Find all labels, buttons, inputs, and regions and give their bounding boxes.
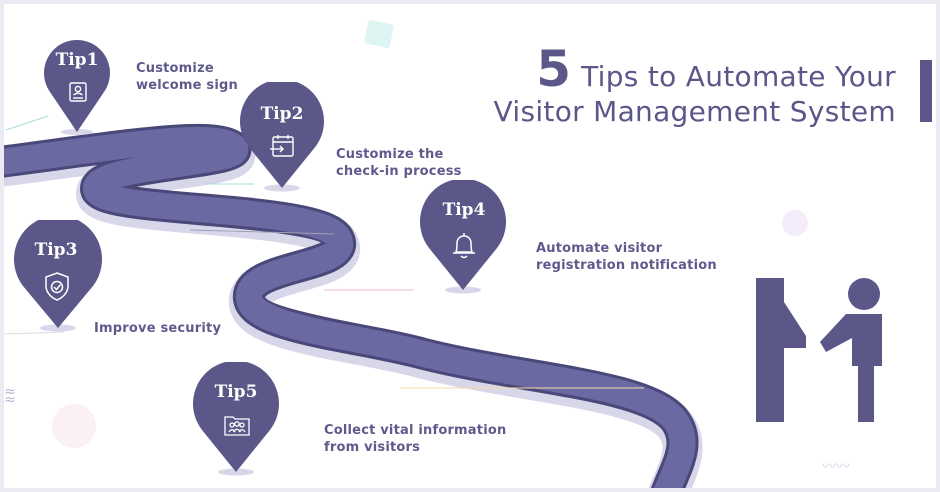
connector-line <box>5 115 49 131</box>
tip-description-2: Customize the check-in process <box>336 147 462 179</box>
tip-label: Tip5 <box>214 382 258 402</box>
tip-label: Tip2 <box>260 104 304 124</box>
tip-description-3: Improve security <box>94 321 222 336</box>
calendar-checkin-icon <box>270 135 294 157</box>
tip-pin-4: Tip4 <box>416 178 512 296</box>
tip-description-1: Customize welcome sign <box>136 61 238 93</box>
winding-road <box>4 115 703 488</box>
page-title: 5 Tips to Automate Your Visitor Manageme… <box>494 44 896 126</box>
decor-bubble <box>782 210 808 236</box>
tip-label: Tip3 <box>34 240 78 260</box>
infographic-canvas: ≈≈ 〰〰 5 Tips to Automate Your Visitor Ma… <box>4 4 936 488</box>
bell-icon <box>453 233 475 259</box>
title-line1: Tips to Automate Your <box>581 60 896 93</box>
tip-pin-5: Tip5 <box>188 360 284 478</box>
tip-pin-2: Tip2 <box>236 79 328 194</box>
tip-description-4: Automate visitor registration notificati… <box>536 241 717 273</box>
people-folder-icon <box>224 416 250 436</box>
id-card-icon <box>69 82 87 102</box>
connector-line <box>4 331 65 335</box>
tip-label: Tip1 <box>55 50 99 70</box>
title-accent-bar <box>920 60 932 122</box>
shield-check-icon <box>45 272 69 301</box>
title-number: 5 <box>536 40 572 98</box>
connector-line <box>189 229 335 235</box>
tip-pin-3: Tip3 <box>12 215 108 334</box>
map-pin-icon <box>13 215 102 332</box>
visitor-kiosk-icon <box>756 278 882 422</box>
title-line2: Visitor Management System <box>493 95 896 128</box>
map-pin-icon <box>420 178 506 294</box>
map-pin-icon <box>193 360 279 476</box>
map-pin-icon <box>240 79 324 192</box>
decor-squiggle: ≈≈ <box>4 384 16 408</box>
tip-description-5: Collect vital information from visitors <box>324 423 507 455</box>
decor-bubble <box>52 404 96 448</box>
tip-label: Tip4 <box>442 200 486 220</box>
tip-pin-1: Tip1 <box>40 34 114 138</box>
decor-squiggle: 〰〰 <box>822 459 850 475</box>
